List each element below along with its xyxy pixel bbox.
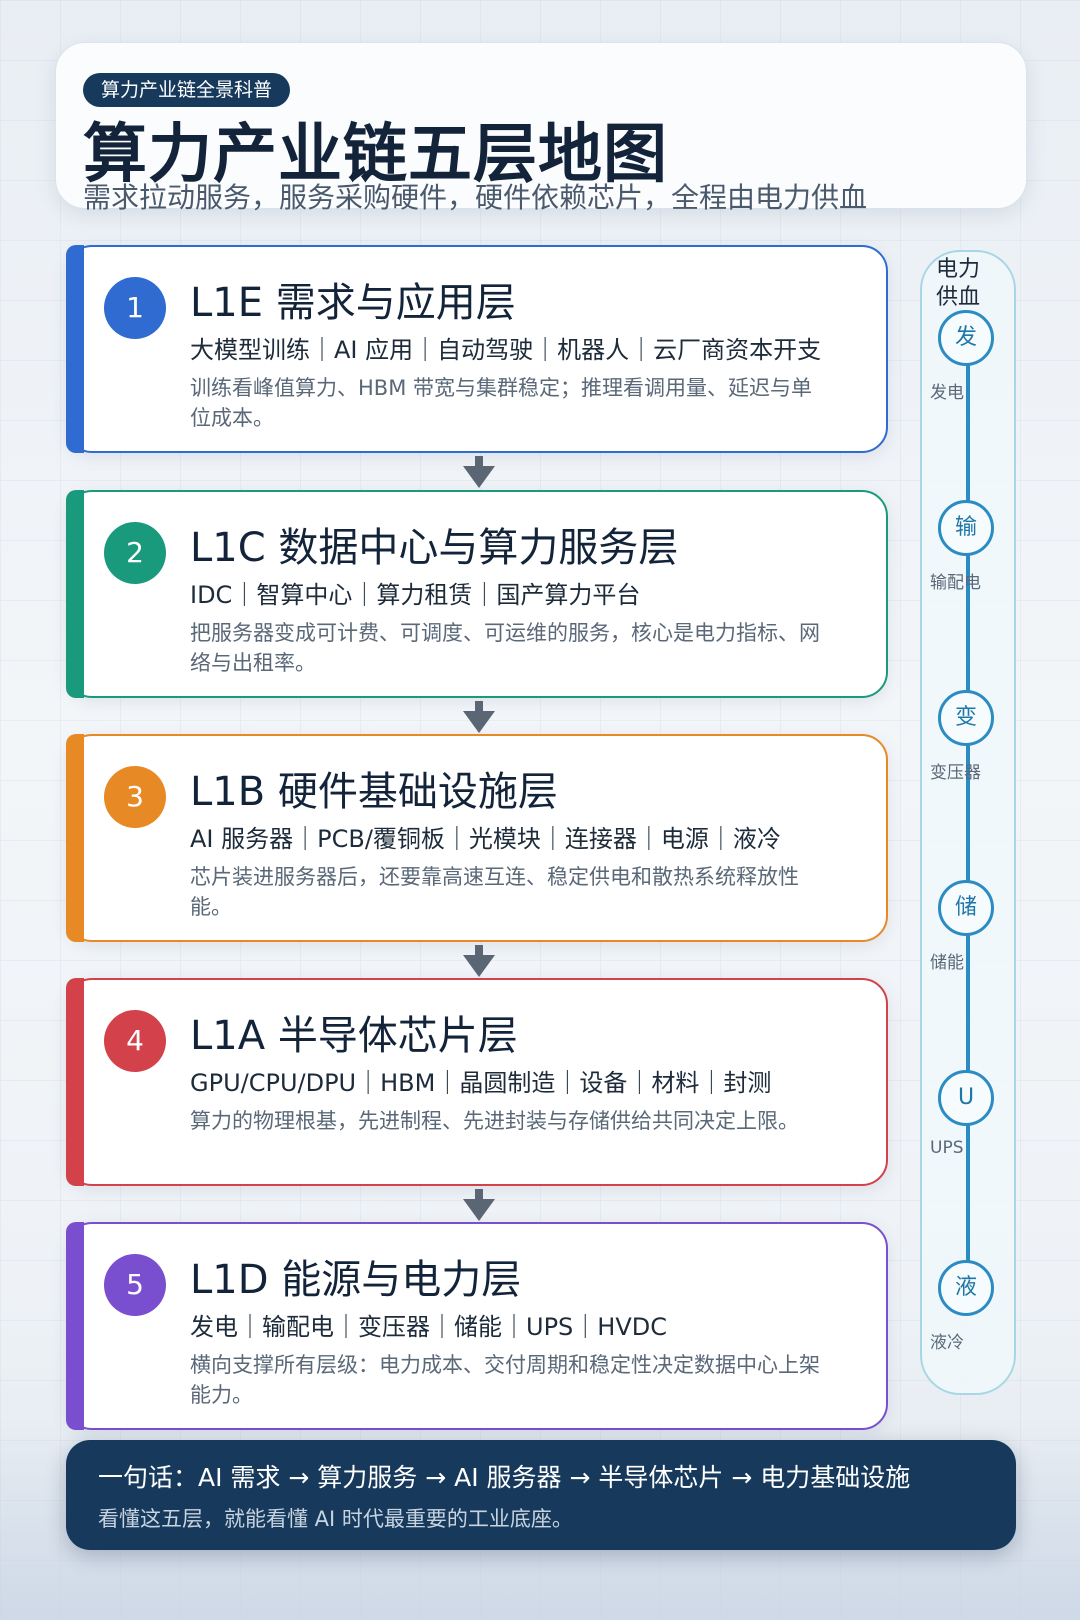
layer-description: 横向支撑所有层级：电力成本、交付周期和稳定性决定数据中心上架能力。 xyxy=(190,1353,820,1407)
layer-title: L1C 数据中心与算力服务层 xyxy=(190,525,679,571)
down-arrow-icon xyxy=(463,456,495,488)
layer-card-l1b: 3 L1B 硬件基础设施层 AI 服务器｜PCB/覆铜板｜光模块｜连接器｜电源｜… xyxy=(66,734,888,942)
layer-accent-stripe xyxy=(66,490,84,698)
layer-accent-stripe xyxy=(66,978,84,1186)
node-label: UPS xyxy=(930,1138,964,1158)
node-label: 储能 xyxy=(930,953,964,973)
node-label: 输配电 xyxy=(930,573,981,593)
layer-number-badge: 5 xyxy=(104,1254,166,1316)
summary-banner: 一句话：AI 需求 → 算力服务 → AI 服务器 → 半导体芯片 → 电力基础… xyxy=(66,1440,1016,1550)
layer-card-l1d: 5 L1D 能源与电力层 发电｜输配电｜变压器｜储能｜UPS｜HVDC 横向支撑… xyxy=(66,1222,888,1430)
node-label: 发电 xyxy=(930,383,964,403)
down-arrow-icon xyxy=(463,701,495,733)
ups-node: U xyxy=(938,1070,994,1126)
layer-items: GPU/CPU/DPU｜HBM｜晶圆制造｜设备｜材料｜封测 xyxy=(190,1069,772,1097)
layer-items: 大模型训练｜AI 应用｜自动驾驶｜机器人｜云厂商资本开支 xyxy=(190,336,822,364)
layer-accent-stripe xyxy=(66,1222,84,1430)
layer-number-badge: 3 xyxy=(104,766,166,828)
down-arrow-icon xyxy=(463,1189,495,1221)
layer-title: L1D 能源与电力层 xyxy=(190,1257,522,1303)
layer-description: 芯片装进服务器后，还要靠高速互连、稳定供电和散热系统释放性能。 xyxy=(190,865,799,919)
layer-description: 训练看峰值算力、HBM 带宽与集群稳定；推理看调用量、延迟与单位成本。 xyxy=(190,376,812,430)
layer-number-badge: 4 xyxy=(104,1010,166,1072)
node-label: 变压器 xyxy=(930,763,981,783)
layer-number-badge: 2 xyxy=(104,522,166,584)
layer-items: AI 服务器｜PCB/覆铜板｜光模块｜连接器｜电源｜液冷 xyxy=(190,825,781,853)
down-arrow-icon xyxy=(463,945,495,977)
transformer-node: 变 xyxy=(938,690,994,746)
layer-title: L1E 需求与应用层 xyxy=(190,280,516,326)
layer-description: 把服务器变成可计费、可调度、可运维的服务，核心是电力指标、网络与出租率。 xyxy=(190,621,820,675)
power-supply-rail: 电力供血 发 发电 输 输配电 变 变压器 储 储能 U UPS 液 液冷 xyxy=(920,250,1016,1395)
header-card: 算力产业链全景科普 算力产业链五层地图 需求拉动服务，服务采购硬件，硬件依赖芯片… xyxy=(55,42,1027,214)
layer-title: L1B 硬件基础设施层 xyxy=(190,769,558,815)
transmission-node: 输 xyxy=(938,500,994,556)
category-tag: 算力产业链全景科普 xyxy=(83,73,291,107)
power-generation-node: 发 xyxy=(938,310,994,366)
page-subtitle: 需求拉动服务，服务采购硬件，硬件依赖芯片，全程由电力供血 xyxy=(83,181,868,214)
layer-items: IDC｜智算中心｜算力租赁｜国产算力平台 xyxy=(190,581,641,609)
page-title: 算力产业链五层地图 xyxy=(83,118,668,192)
node-label: 液冷 xyxy=(930,1333,964,1353)
layer-accent-stripe xyxy=(66,734,84,942)
layer-items: 发电｜输配电｜变压器｜储能｜UPS｜HVDC xyxy=(190,1313,667,1341)
storage-node: 储 xyxy=(938,880,994,936)
layer-card-l1c: 2 L1C 数据中心与算力服务层 IDC｜智算中心｜算力租赁｜国产算力平台 把服… xyxy=(66,490,888,698)
rail-connector-line xyxy=(966,334,970,1294)
rail-title: 电力供血 xyxy=(936,257,981,310)
layer-number-badge: 1 xyxy=(104,277,166,339)
layer-description: 算力的物理根基，先进制程、先进封装与存储供给共同决定上限。 xyxy=(190,1109,799,1133)
summary-sub-text: 看懂这五层，就能看懂 AI 时代最重要的工业底座。 xyxy=(98,1507,573,1531)
layer-card-l1e: 1 L1E 需求与应用层 大模型训练｜AI 应用｜自动驾驶｜机器人｜云厂商资本开… xyxy=(66,245,888,453)
liquid-cooling-node: 液 xyxy=(938,1260,994,1316)
layer-title: L1A 半导体芯片层 xyxy=(190,1013,518,1059)
layer-card-l1a: 4 L1A 半导体芯片层 GPU/CPU/DPU｜HBM｜晶圆制造｜设备｜材料｜… xyxy=(66,978,888,1186)
layer-accent-stripe xyxy=(66,245,84,453)
summary-main-text: 一句话：AI 需求 → 算力服务 → AI 服务器 → 半导体芯片 → 电力基础… xyxy=(98,1463,911,1492)
